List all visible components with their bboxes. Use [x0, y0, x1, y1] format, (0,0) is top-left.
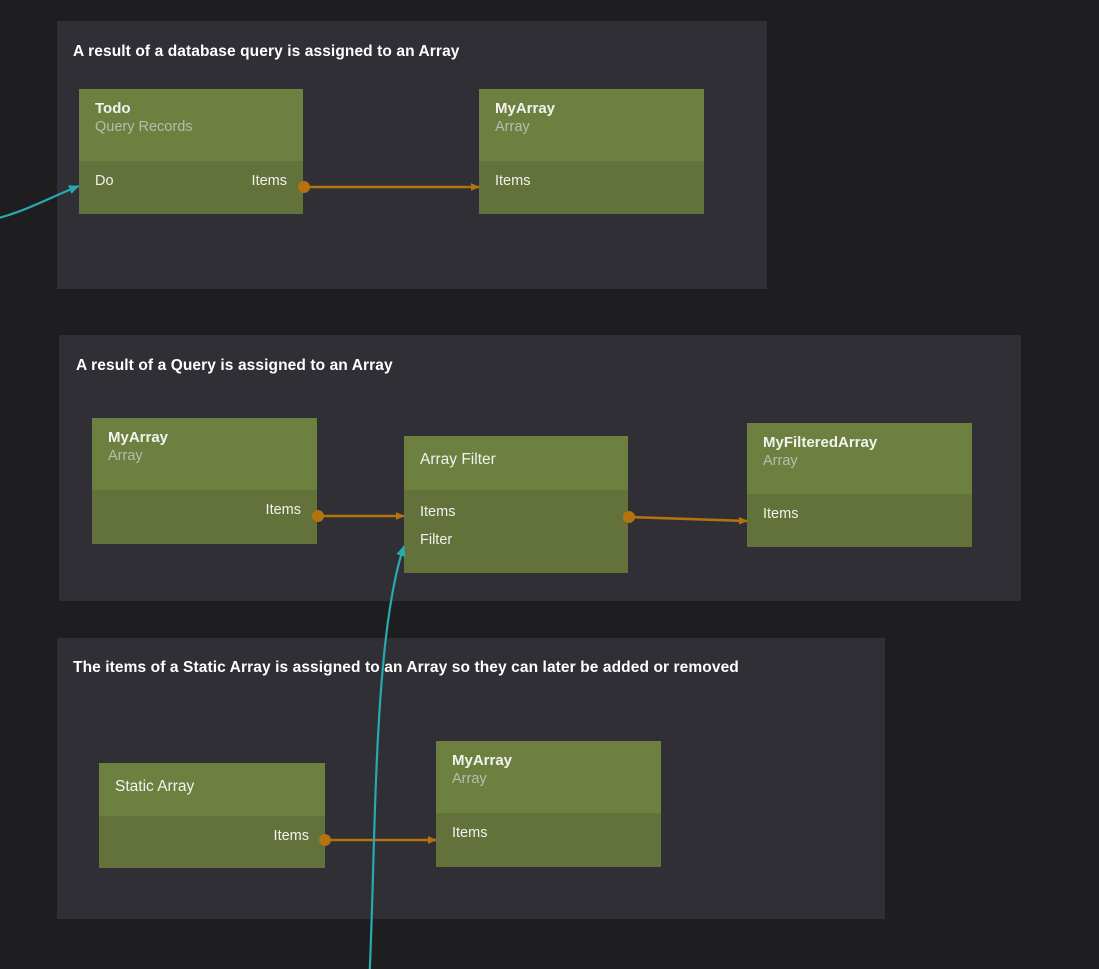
- node-static-array-port-row: Items: [99, 822, 325, 850]
- node-todo[interactable]: Todo Query Records Do Items: [79, 89, 303, 214]
- node-myarray-2[interactable]: MyArray Array Items: [92, 418, 317, 544]
- node-array-filter-header: Array Filter: [404, 436, 628, 490]
- node-static-array-header: Static Array: [99, 763, 325, 816]
- node-myarray-2-subtitle: Array: [108, 448, 143, 464]
- node-todo-title: Todo: [95, 100, 131, 117]
- panel-title-static-array: The items of a Static Array is assigned …: [73, 659, 739, 676]
- node-todo-body: Do Items: [79, 161, 303, 214]
- node-myarray-1-body: Items: [479, 161, 704, 214]
- node-myfilteredarray-input-items[interactable]: Items: [763, 506, 799, 522]
- node-array-filter-port-row-filter: Filter: [404, 526, 628, 554]
- node-array-filter-body: Items Filter: [404, 490, 628, 573]
- node-myfilteredarray-subtitle: Array: [763, 453, 798, 469]
- node-myarray-1[interactable]: MyArray Array Items: [479, 89, 704, 214]
- node-static-array-title: Static Array: [115, 778, 195, 795]
- node-myarray-2-header: MyArray Array: [92, 418, 317, 490]
- node-myarray-1-input-items[interactable]: Items: [495, 173, 531, 189]
- node-myarray-2-body: Items: [92, 490, 317, 544]
- node-array-filter-title: Array Filter: [420, 451, 496, 468]
- node-myarray-2-title: MyArray: [108, 429, 169, 446]
- node-myarray-3-title: MyArray: [452, 752, 513, 769]
- panel-title-database-query: A result of a database query is assigned…: [73, 43, 460, 60]
- node-array-filter-port-row-items: Items: [404, 498, 628, 526]
- node-myarray-1-port-row: Items: [479, 167, 704, 195]
- node-array-filter[interactable]: Array Filter Items Filter: [404, 436, 628, 573]
- node-todo-header: Todo Query Records: [79, 89, 303, 161]
- node-myfilteredarray-header: MyFilteredArray Array: [747, 423, 972, 494]
- node-myarray-3-subtitle: Array: [452, 771, 487, 787]
- node-myarray-3-input-items[interactable]: Items: [452, 825, 488, 841]
- node-static-array[interactable]: Static Array Items: [99, 763, 325, 868]
- node-myfilteredarray[interactable]: MyFilteredArray Array Items: [747, 423, 972, 547]
- node-array-filter-input-items[interactable]: Items: [420, 504, 456, 520]
- node-myfilteredarray-port-row: Items: [747, 500, 972, 528]
- node-myarray-2-output-items[interactable]: Items: [265, 502, 301, 518]
- node-myarray-3-port-row: Items: [436, 819, 661, 847]
- node-todo-output-items[interactable]: Items: [251, 173, 287, 189]
- node-array-filter-input-filter[interactable]: Filter: [420, 532, 453, 548]
- node-myfilteredarray-body: Items: [747, 494, 972, 547]
- node-myfilteredarray-title: MyFilteredArray: [763, 434, 878, 451]
- node-static-array-output-items[interactable]: Items: [273, 828, 309, 844]
- node-myarray-3-header: MyArray Array: [436, 741, 661, 813]
- node-todo-input-do[interactable]: Do: [95, 173, 114, 189]
- node-myarray-3[interactable]: MyArray Array Items: [436, 741, 661, 867]
- node-static-array-body: Items: [99, 816, 325, 868]
- node-myarray-3-body: Items: [436, 813, 661, 867]
- node-todo-subtitle: Query Records: [95, 119, 193, 135]
- node-todo-port-row: Do Items: [79, 167, 303, 195]
- node-myarray-2-port-row: Items: [92, 496, 317, 524]
- panel-title-query-result: A result of a Query is assigned to an Ar…: [76, 357, 393, 374]
- node-myarray-1-header: MyArray Array: [479, 89, 704, 161]
- node-myarray-1-title: MyArray: [495, 100, 556, 117]
- node-myarray-1-subtitle: Array: [495, 119, 530, 135]
